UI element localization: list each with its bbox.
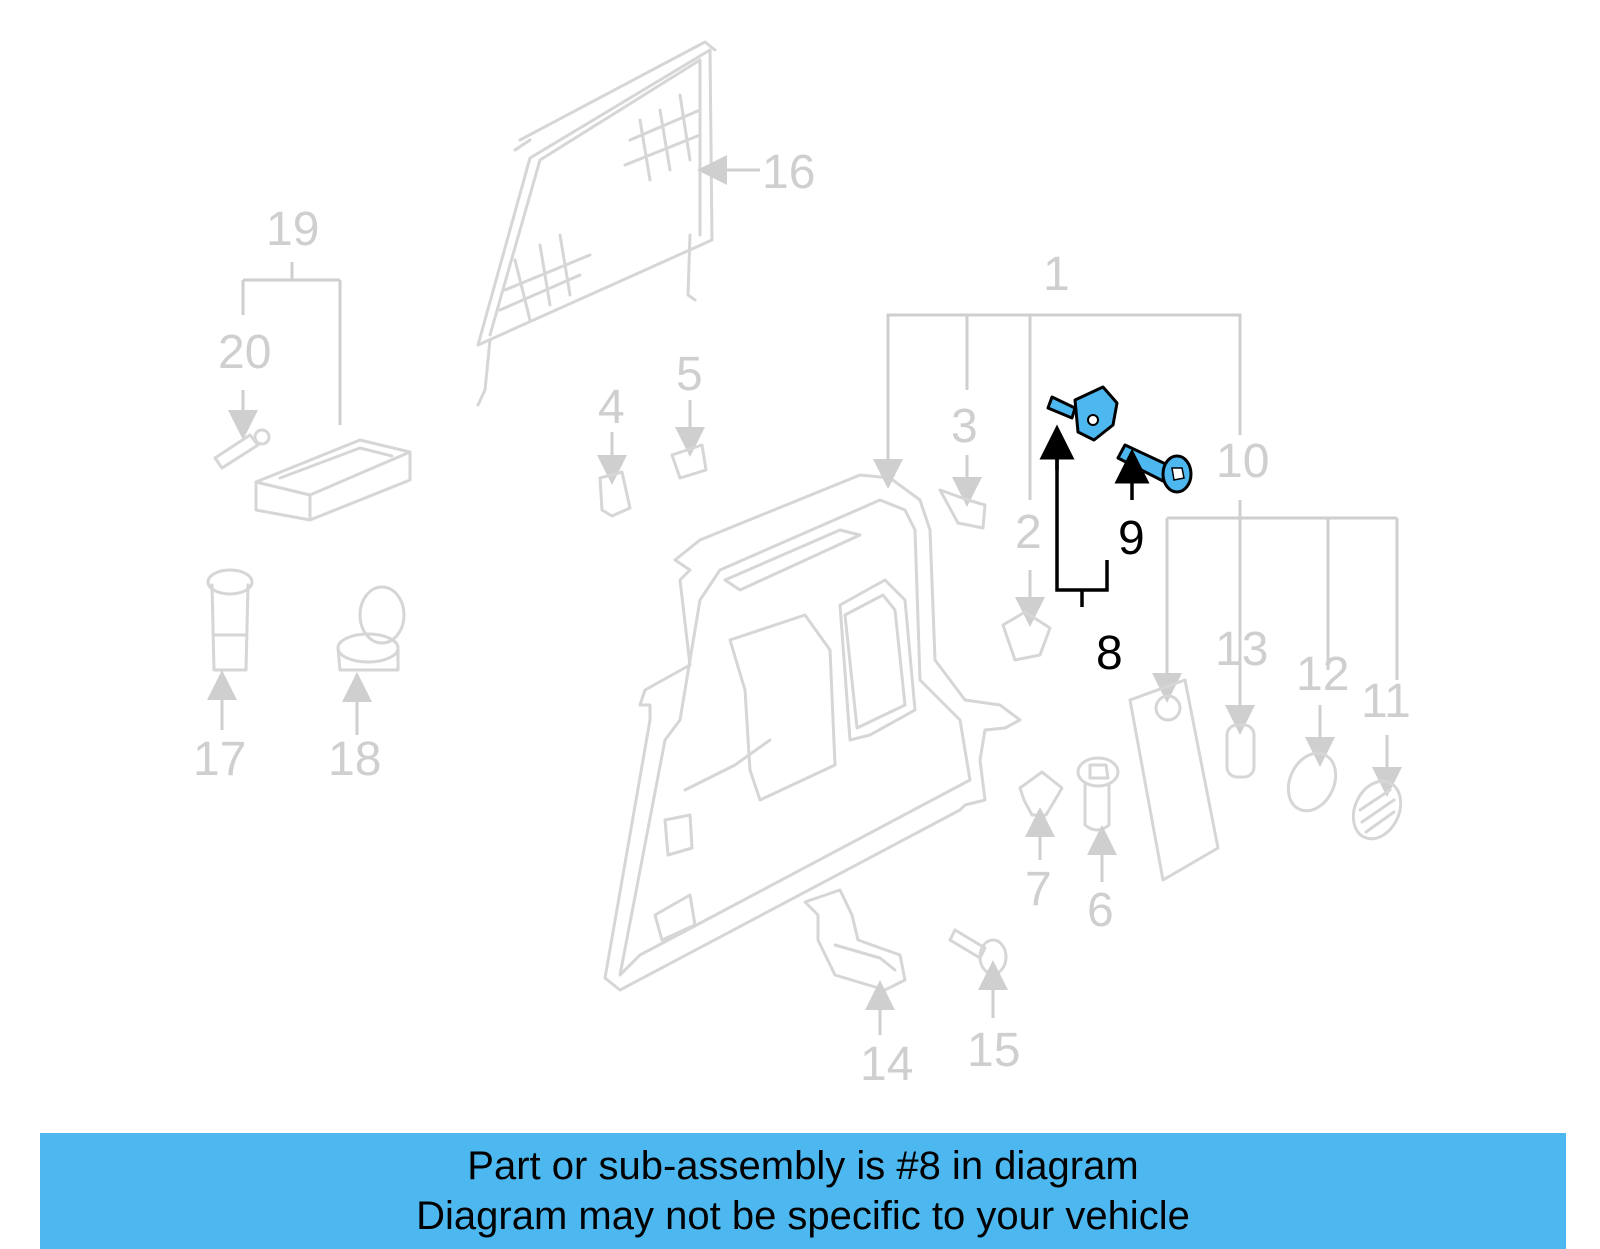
callout-4: 4 (598, 381, 625, 434)
bolt-part-20 (213, 428, 271, 470)
callout-7: 7 (1025, 863, 1052, 916)
banner-line-1: Part or sub-assembly is #8 in diagram (467, 1144, 1139, 1188)
bolt-part-9-highlight (1116, 443, 1193, 494)
callout-18: 18 (328, 733, 381, 786)
bracket-part-14 (803, 888, 907, 992)
trim-panel-part-10 (1128, 678, 1220, 882)
retainer-part-8-highlight (1046, 385, 1119, 442)
banner-line-2: Diagram may not be specific to your vehi… (416, 1194, 1190, 1238)
bracket-part-19 (254, 438, 412, 522)
callout-12: 12 (1296, 648, 1349, 701)
callout-16: 16 (762, 146, 815, 199)
callout-13: 13 (1215, 623, 1268, 676)
cargo-net-part (476, 40, 717, 407)
callout-9: 9 (1118, 512, 1145, 565)
clip-part-3 (938, 488, 987, 530)
quarter-trim-panel-part (603, 473, 1022, 992)
callout-8: 8 (1096, 627, 1123, 680)
plug-part-11 (1351, 779, 1403, 841)
clip-part-5 (670, 443, 708, 480)
callout-2: 2 (1015, 506, 1042, 559)
callout-1: 1 (1043, 248, 1070, 301)
info-banner: Part or sub-assembly is #8 in diagram Di… (40, 1133, 1566, 1249)
callout-14: 14 (860, 1038, 913, 1091)
callout-10: 10 (1216, 435, 1269, 488)
callout-19: 19 (266, 203, 319, 256)
callout-11: 11 (1361, 675, 1411, 728)
clip-part-4 (598, 470, 632, 518)
callout-6: 6 (1087, 884, 1114, 937)
plug-part-12 (1286, 751, 1338, 813)
callout-5: 5 (676, 348, 703, 401)
plug-part-13 (1225, 723, 1256, 779)
bolt-part-15 (948, 928, 1008, 976)
callout-15: 15 (967, 1024, 1020, 1077)
screw-part-6 (1076, 756, 1120, 832)
clip-part-17 (206, 568, 254, 672)
callout-3: 3 (951, 400, 978, 453)
cap-part-18 (336, 585, 406, 672)
callout-17: 17 (193, 733, 246, 786)
clip-part-7 (1018, 770, 1064, 817)
clip-part-2 (1001, 610, 1052, 662)
callout-20: 20 (218, 326, 271, 379)
